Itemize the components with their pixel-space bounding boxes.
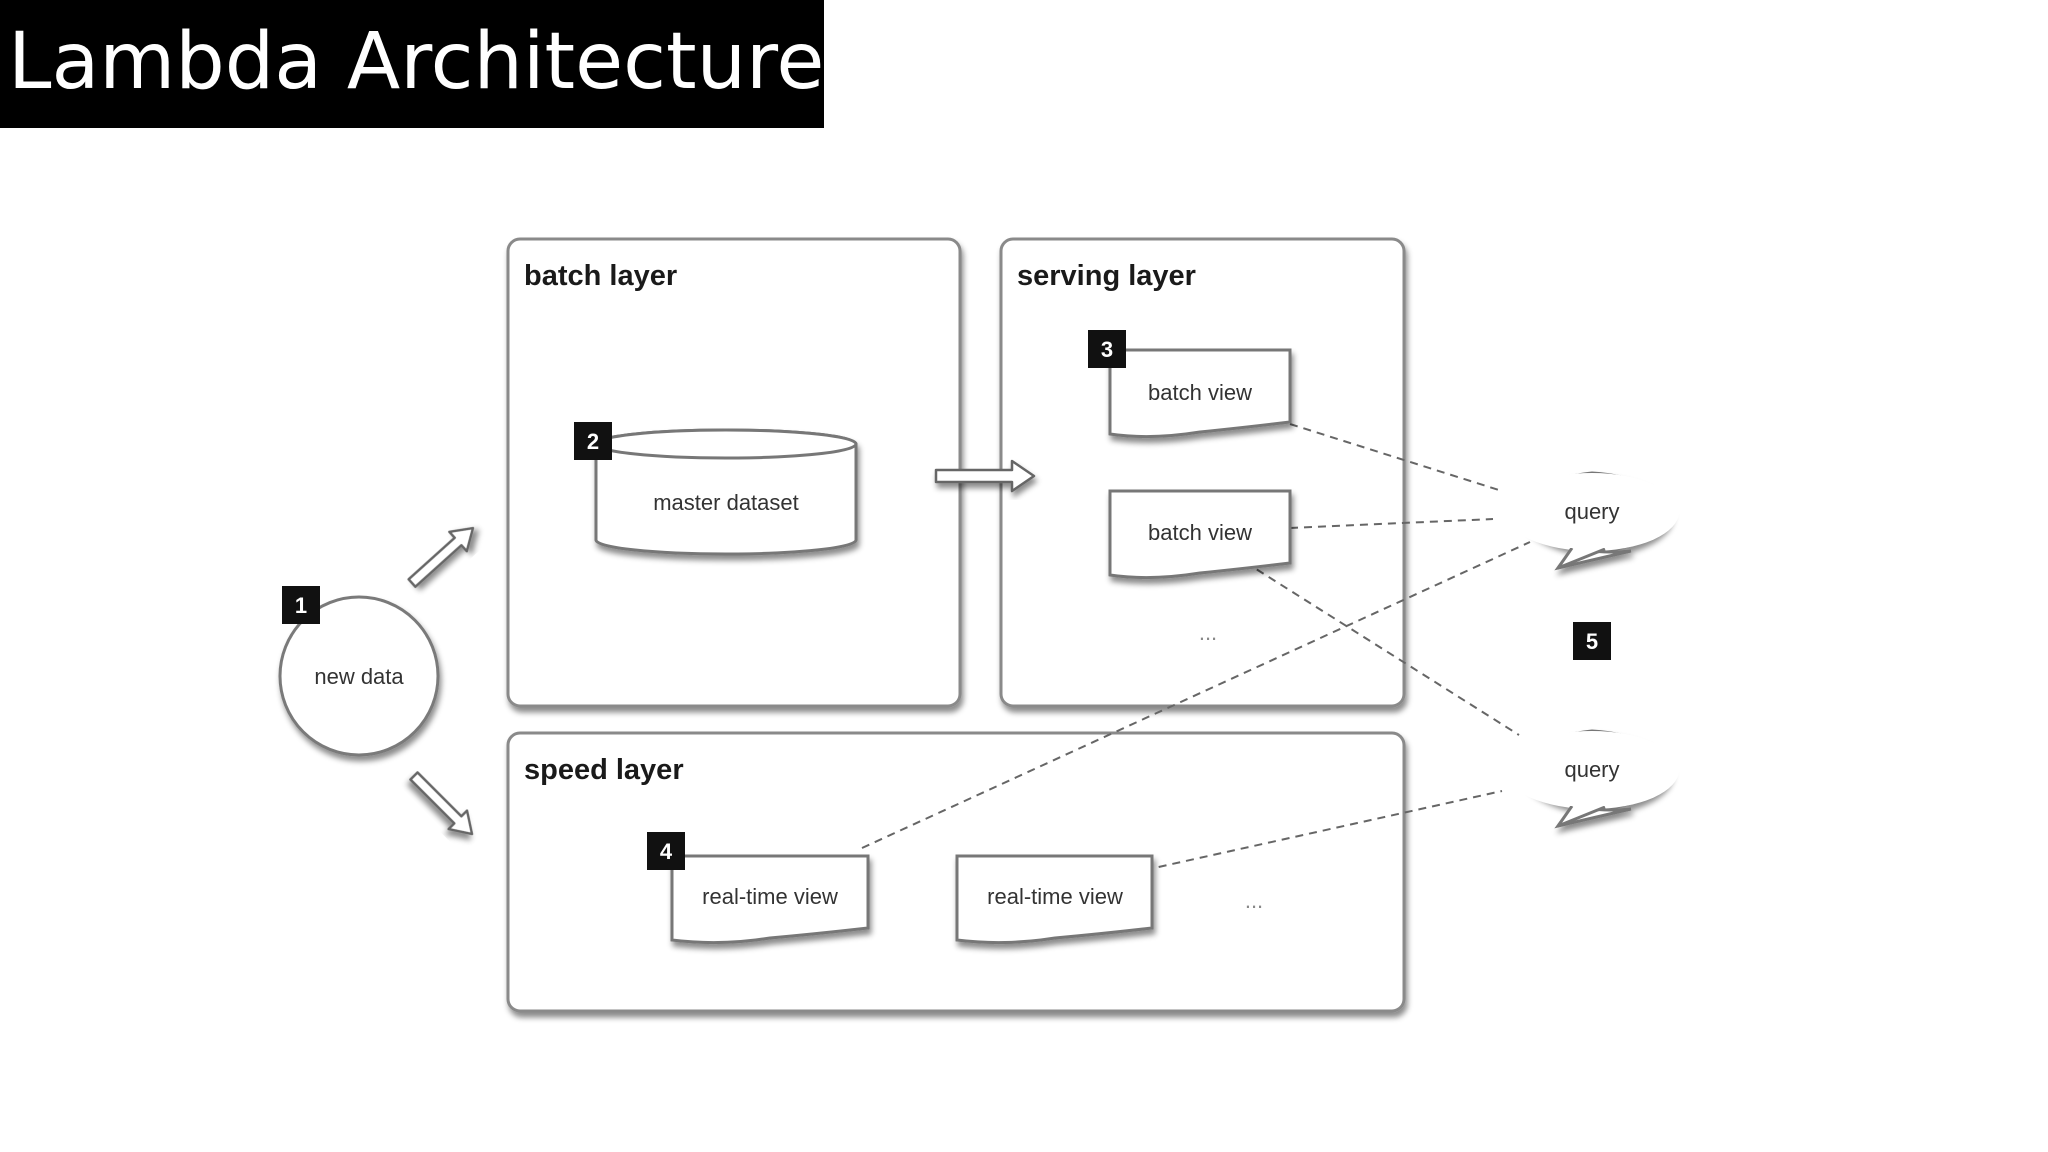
query-2-bubble-body <box>1505 731 1679 809</box>
query-1-bubble-body <box>1505 473 1679 551</box>
title-bar: Lambda Architecture <box>0 0 824 128</box>
arrow-to-batch-layer <box>407 526 475 588</box>
batch-layer-label: batch layer <box>524 260 677 292</box>
realtime-view-2-node <box>955 854 1154 945</box>
query-2-tail-cover <box>1570 802 1606 806</box>
serving-layer-label: serving layer <box>1017 260 1196 292</box>
query-2-label: query <box>1564 757 1619 782</box>
step-5-badge <box>1573 622 1611 660</box>
query-connectors <box>861 423 1531 871</box>
arrow-batch-to-serving <box>934 459 1036 493</box>
batch-view-1-node <box>1108 348 1292 439</box>
speed-more-ellipsis: ... <box>1245 888 1263 913</box>
step-2-badge <box>574 422 612 460</box>
step-1-badge <box>282 586 320 624</box>
connector-batch-view-2-query-2 <box>1244 561 1520 736</box>
batch-view-2-node <box>1108 489 1292 580</box>
step-5-number: 5 <box>1586 629 1598 654</box>
connector-realtime-view-1-query-1 <box>861 541 1531 849</box>
query-2-bubble-tail <box>1556 805 1606 828</box>
realtime-view-2-label: real-time view <box>987 884 1123 909</box>
new-data-label: new data <box>314 664 404 689</box>
connector-batch-view-1-query-1 <box>1289 423 1503 492</box>
serving-more-ellipsis: ... <box>1199 620 1217 645</box>
query-1-tail-cover <box>1570 544 1606 548</box>
arrow-to-speed-layer <box>409 771 474 836</box>
connector-realtime-view-2-query-2 <box>1144 790 1503 871</box>
batch-view-1-label: batch view <box>1148 380 1252 405</box>
query-1-bubble-tail <box>1556 547 1606 570</box>
step-1-number: 1 <box>295 593 307 618</box>
step-3-number: 3 <box>1101 337 1113 362</box>
speed-layer-label: speed layer <box>524 754 684 786</box>
step-4-badge <box>647 832 685 870</box>
realtime-view-1-node <box>670 854 870 945</box>
step-4-number: 4 <box>660 839 673 864</box>
batch-view-2-label: batch view <box>1148 520 1252 545</box>
realtime-view-1-label: real-time view <box>702 884 838 909</box>
new-data-node <box>278 595 440 757</box>
connector-batch-view-2-query-1 <box>1289 518 1494 529</box>
step-2-number: 2 <box>587 429 599 454</box>
slide-title: Lambda Architecture <box>8 17 825 107</box>
query-1-label: query <box>1564 499 1619 524</box>
step-3-badge <box>1088 330 1126 368</box>
master-dataset-label: master dataset <box>653 490 799 515</box>
master-dataset-node <box>594 428 858 556</box>
